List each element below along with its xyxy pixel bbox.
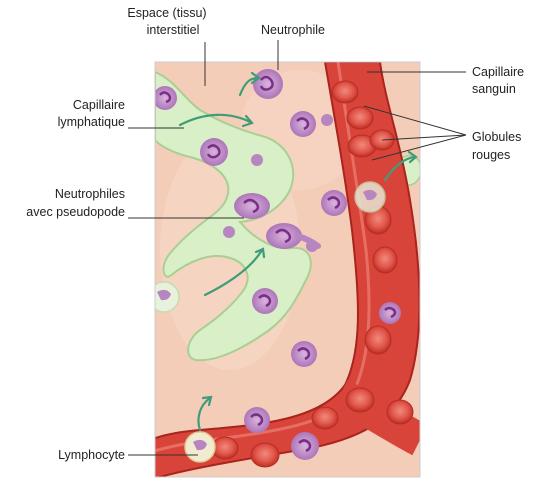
label-lymphocyte: Lymphocyte <box>20 447 125 463</box>
label-neutrophile: Neutrophile <box>248 22 338 38</box>
label-lymph-capillary-line2: lymphatique <box>20 114 125 130</box>
label-interstitial-line2: interstitiel <box>118 22 228 38</box>
label-interstitial-line1: Espace (tissu) <box>112 5 222 21</box>
label-blood-capillary-line1: Capillaire <box>472 64 538 80</box>
label-red-cells-line2: rouges <box>472 147 538 163</box>
label-neutrophils-pseudopod-line1: Neutrophiles <box>10 186 125 202</box>
label-red-cells-line1: Globules <box>472 129 538 145</box>
label-lymph-capillary-line1: Capillaire <box>20 97 125 113</box>
label-neutrophils-pseudopod-line2: avec pseudopode <box>10 204 125 220</box>
label-blood-capillary-line2: sanguin <box>472 81 538 97</box>
